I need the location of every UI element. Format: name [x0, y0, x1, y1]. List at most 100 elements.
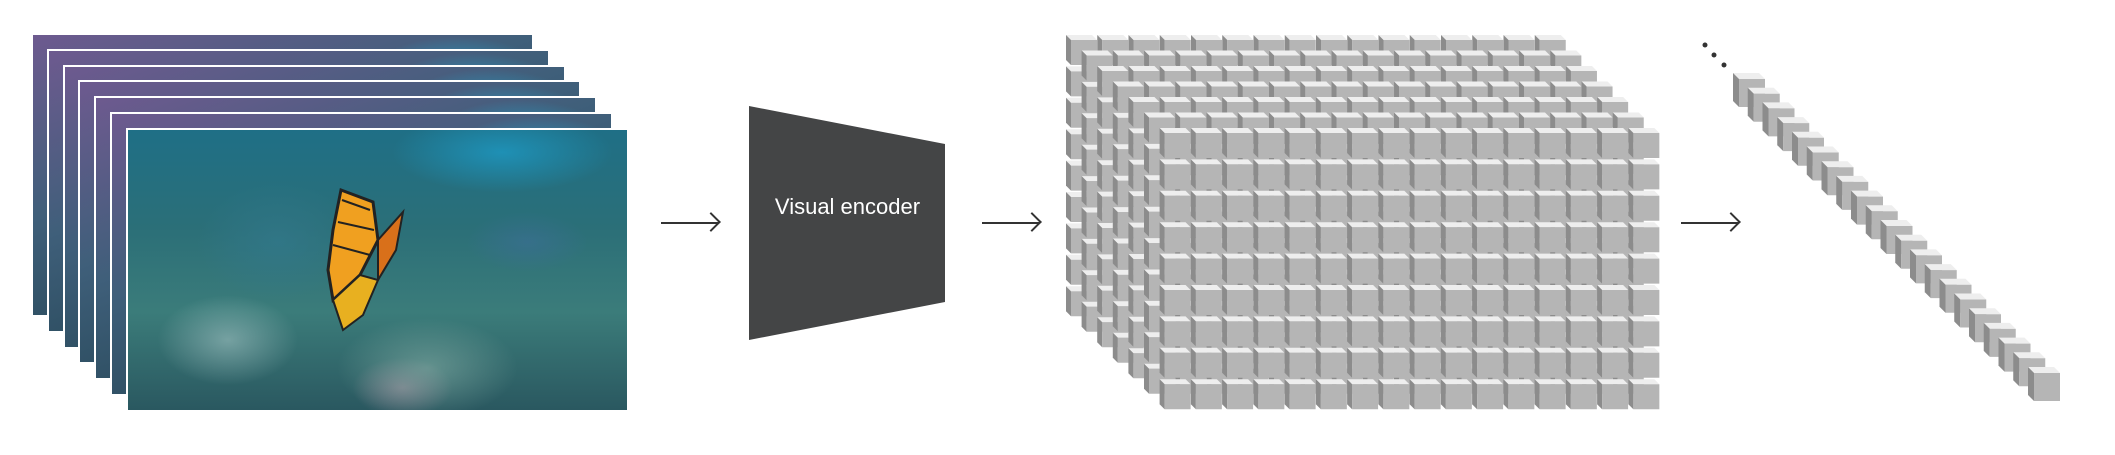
latent-patch: [1222, 379, 1254, 410]
cube-side-face: [1081, 238, 1087, 269]
cube-top-face: [1792, 131, 1824, 138]
cube-top-face: [1284, 97, 1316, 102]
latent-patch: [1628, 316, 1660, 347]
cube-top-face: [1206, 112, 1238, 118]
latent-patch: [1347, 190, 1379, 221]
latent-patch: [1315, 379, 1347, 410]
cube-top-face: [1503, 97, 1535, 102]
cube-front-face: [1320, 321, 1347, 347]
cube-top-face: [1597, 379, 1629, 385]
latent-patch: [1565, 316, 1597, 347]
cube-top-face: [1284, 253, 1316, 259]
cube-top-face: [1472, 347, 1504, 353]
cube-top-face: [1191, 35, 1222, 40]
cube-side-face: [1440, 379, 1446, 410]
ellipsis-dots: [1702, 42, 1727, 68]
cube-top-face: [1565, 66, 1597, 71]
cube-side-face: [1315, 128, 1321, 158]
cube-side-face: [1969, 308, 1975, 343]
cube-top-face: [1206, 81, 1238, 87]
latent-patch: [1534, 128, 1566, 158]
cube-top-face: [1190, 97, 1222, 102]
cube-top-face: [1409, 253, 1441, 259]
cube-top-face: [1503, 379, 1535, 385]
cube-top-face: [1159, 347, 1191, 353]
cube-front-face: [1320, 258, 1347, 284]
cube-front-face: [1633, 384, 1660, 410]
cube-top-face: [1425, 50, 1457, 56]
cube-side-face: [1792, 131, 1798, 166]
cube-front-face: [1570, 133, 1597, 158]
cube-front-face: [1164, 164, 1191, 190]
cube-top-face: [1253, 347, 1285, 353]
latent-patch: [1472, 379, 1504, 410]
latent-patch: [1159, 253, 1191, 284]
cube-top-face: [1347, 159, 1379, 165]
cube-front-face: [1195, 195, 1222, 221]
visual-encoder-label: Visual encoder: [774, 194, 921, 219]
ellipsis-dot: [1702, 42, 1708, 48]
latent-patch: [1628, 159, 1660, 190]
cube-top-face: [1378, 159, 1410, 165]
cube-front-face: [1539, 321, 1566, 347]
cube-front-face: [1477, 258, 1504, 284]
cube-side-face: [1597, 190, 1603, 221]
cube-side-face: [1144, 175, 1149, 206]
latent-patch: [1534, 347, 1566, 378]
cube-side-face: [1565, 347, 1571, 378]
cube-front-face: [1289, 352, 1316, 378]
latent-patch: [1253, 222, 1285, 253]
cube-top-face: [1581, 112, 1613, 118]
cube-side-face: [1315, 222, 1321, 253]
cube-side-face: [1097, 285, 1103, 316]
cube-top-face: [1378, 190, 1410, 196]
cube-side-face: [1628, 190, 1634, 221]
cube-front-face: [1258, 352, 1285, 378]
cube-top-face: [1253, 128, 1285, 133]
cube-side-face: [1190, 253, 1196, 284]
cube-side-face: [1472, 316, 1478, 347]
cube-front-face: [1570, 227, 1597, 253]
cube-side-face: [1315, 253, 1321, 284]
cube-side-face: [1472, 128, 1478, 158]
latent-patch: [1565, 190, 1597, 221]
cube-top-face: [1347, 347, 1379, 353]
cube-front-face: [1164, 384, 1191, 410]
latent-patch: [1190, 222, 1222, 253]
latent-patch: [1253, 190, 1285, 221]
cube-side-face: [1409, 347, 1415, 378]
cube-top-face: [1565, 222, 1597, 228]
cube-side-face: [1534, 285, 1540, 315]
cube-front-face: [1352, 227, 1379, 253]
cube-side-face: [1190, 347, 1196, 378]
cube-top-face: [1440, 379, 1472, 385]
cube-top-face: [1503, 190, 1535, 196]
cube-side-face: [1222, 190, 1228, 221]
cube-front-face: [1258, 133, 1285, 158]
cube-top-face: [1534, 285, 1566, 290]
cube-top-face: [1253, 222, 1285, 228]
cube-side-face: [1534, 159, 1540, 190]
cube-top-face: [1253, 35, 1285, 40]
cube-side-face: [1628, 128, 1634, 158]
cube-side-face: [1284, 190, 1290, 221]
cube-side-face: [1378, 285, 1384, 315]
cube-top-face: [1409, 66, 1441, 71]
cube-top-face: [1315, 159, 1347, 165]
cube-side-face: [1954, 293, 1961, 328]
butterfly-image: [326, 187, 405, 332]
cube-top-face: [1112, 81, 1144, 87]
cube-top-face: [1503, 347, 1535, 353]
cube-front-face: [1477, 195, 1504, 221]
latent-patch: [1253, 253, 1285, 284]
cube-top-face: [1222, 159, 1254, 165]
cube-side-face: [1440, 347, 1446, 378]
cube-side-face: [1190, 159, 1196, 190]
cube-top-face: [1315, 285, 1347, 290]
cube-top-face: [1159, 379, 1191, 385]
cube-front-face: [1570, 258, 1597, 284]
cube-front-face: [1508, 321, 1535, 347]
cube-top-face: [1347, 128, 1379, 133]
latent-patch: [1472, 285, 1504, 315]
cube-top-face: [1456, 50, 1488, 56]
